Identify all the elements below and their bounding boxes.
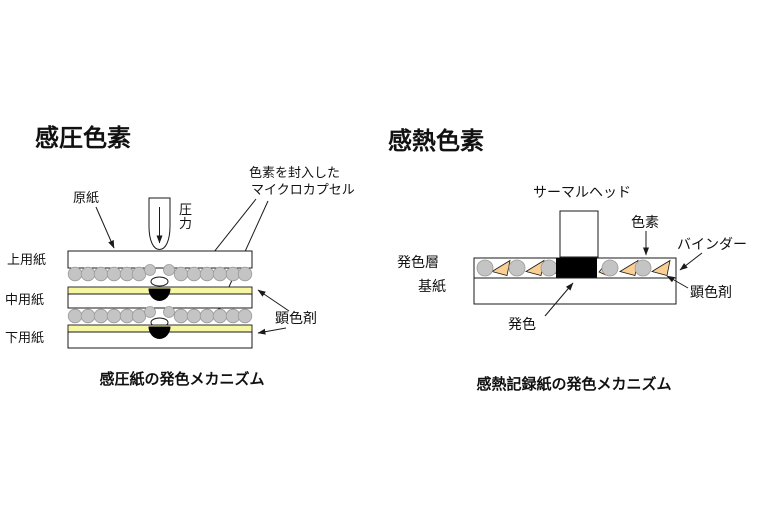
dye-particle (634, 259, 652, 277)
thermal-head (559, 210, 599, 258)
microcapsule (212, 308, 228, 324)
microcapsule (173, 308, 189, 324)
microcapsule-row-top (67, 264, 253, 282)
microcapsule (225, 266, 241, 282)
microcapsule-dented (163, 264, 175, 276)
base-paper-arrow (95, 206, 115, 249)
microcapsule-dented (163, 306, 175, 318)
microcapsule (93, 266, 109, 282)
burst-capsule-top (150, 276, 169, 287)
binder-label: バインダー (677, 236, 747, 252)
dye-particle (508, 259, 526, 277)
middle-sheet-label: 中用紙 (5, 292, 44, 307)
base-paper-label: 原紙 (73, 190, 99, 205)
developer-label-right: 顕色剤 (690, 284, 732, 300)
developer-label-left: 顕色剤 (275, 310, 317, 326)
right-caption: 感熱記録紙の発色メカニズム (476, 375, 671, 393)
dye-particle (540, 259, 558, 277)
capsule-label-line1: 色素を封入した (249, 165, 340, 180)
developed-black-area (556, 258, 597, 280)
developer-arrow-lower (257, 327, 287, 335)
microcapsule (199, 308, 215, 324)
microcapsule (237, 266, 253, 282)
microcapsule (199, 266, 215, 282)
pressure-diagram: 感圧色素 原紙 圧力 色素を封入した マイクロカプセル 上用紙 中用紙 下用紙 (5, 124, 355, 388)
dye-label: 色素 (631, 214, 659, 230)
right-title: 感熱色素 (388, 127, 484, 155)
microcapsule (173, 266, 189, 282)
developer-arrow-upper (257, 289, 290, 312)
base-sheet (473, 277, 677, 305)
ink-spot-bottom (148, 326, 171, 339)
thermal-diagram: 感熱色素 サーマルヘッド 色素 バインダー 発色層 基紙 顕色剤 発色 感熱記録… (388, 127, 747, 393)
ink-spot-middle (148, 288, 171, 301)
microcapsule (80, 308, 96, 324)
microcapsule (237, 308, 253, 324)
microcapsule (186, 266, 202, 282)
color-layer-label: 発色層 (397, 254, 439, 270)
microcapsule (80, 266, 96, 282)
developer-particle (490, 259, 511, 276)
coloring-arrow (544, 282, 574, 317)
dye-particle (476, 259, 494, 277)
left-caption: 感圧紙の発色メカニズム (99, 370, 264, 388)
microcapsule (225, 308, 241, 324)
microcapsule (93, 308, 109, 324)
developer-particle (650, 259, 671, 276)
base-sheet-label: 基紙 (418, 278, 446, 294)
binder-arrow (679, 252, 703, 271)
coloring-label: 発色 (508, 316, 536, 332)
microcapsule (67, 266, 83, 282)
microcapsule (106, 308, 122, 324)
microcapsule (186, 308, 202, 324)
microcapsule-dented (144, 306, 156, 318)
developer-arrow-right (666, 275, 689, 289)
microcapsule-row-middle (67, 306, 253, 324)
bottom-sheet-label: 下用紙 (5, 330, 44, 345)
microcapsule (131, 308, 147, 324)
capsule-label-line2: マイクロカプセル (251, 182, 355, 197)
microcapsule (119, 308, 135, 324)
pressure-label: 圧力 (179, 202, 192, 231)
top-sheet-label: 上用紙 (7, 252, 46, 267)
microcapsule (212, 266, 228, 282)
microcapsule-dented (144, 264, 156, 276)
dye-particle (601, 259, 619, 277)
microcapsule (106, 266, 122, 282)
microcapsule (131, 266, 147, 282)
microcapsule (119, 266, 135, 282)
thermal-head-label: サーマルヘッド (533, 184, 631, 200)
top-sheet (67, 250, 253, 269)
left-title: 感圧色素 (35, 124, 131, 152)
microcapsule (67, 308, 83, 324)
thermal-layer-particles (476, 259, 671, 277)
